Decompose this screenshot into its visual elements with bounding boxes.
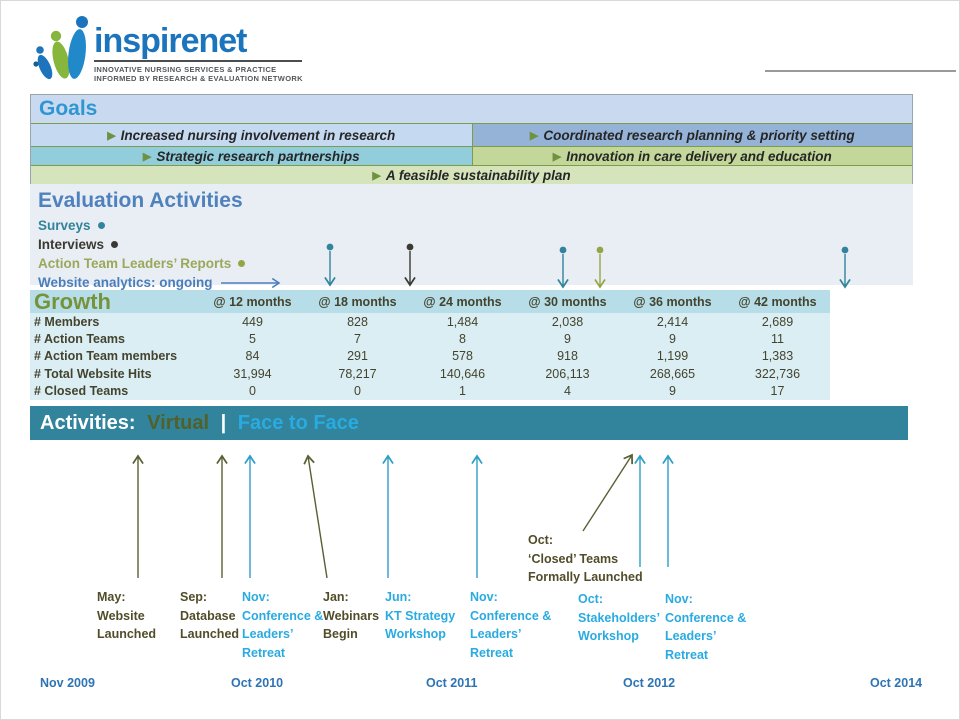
goal-strategic-partnerships: ▶ Strategic research partnerships [31, 147, 472, 165]
goal-sustainability-plan: ▶ A feasible sustainability plan [31, 166, 912, 184]
goal-coordinated-research: ▶ Coordinated research planning & priori… [471, 124, 912, 146]
column-header: @ 36 months [633, 294, 712, 309]
tagline-line1: INNOVATIVE NURSING SERVICES & PRACTICE [94, 65, 277, 74]
goals-section: Goals ▶ Increased nursing involvement in… [30, 94, 913, 185]
activities-face-label: Face to Face [237, 412, 359, 434]
legend-surveys: Surveys [38, 216, 913, 235]
evaluation-legend: Surveys Interviews Action Team Leaders’ … [30, 216, 913, 292]
legend-label: Action Team Leaders’ Reports [38, 256, 232, 271]
table-row-action-teams: # Action Teams 5 7 8 9 9 11 [34, 332, 784, 347]
evaluation-title: Evaluation Activities [38, 189, 243, 212]
surveys-dot-icon [97, 222, 105, 229]
goal-label: Innovation in care delivery and educatio… [566, 148, 832, 164]
goal-label: Increased nursing involvement in researc… [120, 127, 396, 143]
event-nov-conference-retreat-1: Nov: Conference & Leaders’ Retreat [242, 590, 324, 660]
timeline-date-oct-2010: Oct 2010 [231, 676, 284, 690]
event-oct-stakeholders-workshop: Oct: Stakeholders’ Workshop [578, 592, 660, 643]
ongoing-arrow-icon [220, 277, 280, 288]
legend-label: Interviews [38, 237, 105, 252]
event-nov-conference-retreat-2: Nov: Conference & Leaders’ Retreat [470, 590, 552, 660]
growth-header-row: Growth @ 12 months @ 18 months @ 24 mont… [30, 290, 830, 313]
timeline-date-oct-2012: Oct 2012 [623, 676, 676, 690]
activities-title: Activities: [40, 412, 136, 434]
interviews-dot-icon [111, 241, 119, 248]
event-nov-conference-retreat-3: Nov: Conference & Leaders’ Retreat [665, 592, 747, 662]
legend-interviews: Interviews [38, 235, 913, 254]
column-header: @ 12 months [213, 294, 292, 309]
brand-tagline: INNOVATIVE NURSING SERVICES & PRACTICE I… [94, 60, 303, 83]
brand-name: inspirenet [94, 22, 247, 60]
event-jun-kt-strategy-workshop: Jun: KT Strategy Workshop [385, 590, 456, 641]
goals-row-2: ▶ Strategic research partnerships ▶ Inno… [31, 146, 912, 165]
timeline-date-oct-2011: Oct 2011 [426, 676, 478, 690]
goal-label: Strategic research partnerships [156, 148, 360, 164]
goal-label: A feasible sustainability plan [385, 167, 571, 183]
legend-action-team-reports: Action Team Leaders’ Reports [38, 254, 913, 273]
table-row-closed-teams: # Closed Teams 0 0 1 4 9 17 [34, 384, 785, 399]
triangle-bullet-icon: ▶ [552, 150, 562, 163]
legend-label: Surveys [38, 218, 91, 233]
column-header: @ 18 months [318, 294, 397, 309]
event-sep-database-launched: Sep: Database Launched [180, 590, 240, 641]
logo: inspirenet INNOVATIVE NURSING SERVICES &… [32, 10, 303, 88]
event-oct-closed-teams-launched: Oct: ‘Closed’ Teams Formally Launched [528, 533, 643, 584]
logo-figures-icon [33, 16, 88, 80]
activities-bar: Activities: Virtual | Face to Face [30, 406, 908, 440]
activities-virtual-label: Virtual [147, 412, 210, 434]
column-header: @ 42 months [738, 294, 817, 309]
growth-title: Growth [34, 289, 111, 314]
timeline-date-oct-2014: Oct 2014 [870, 676, 923, 690]
triangle-bullet-icon: ▶ [372, 169, 381, 182]
goal-increased-nursing: ▶ Increased nursing involvement in resea… [31, 124, 472, 146]
growth-table-body: # Members 449 828 1,484 2,038 2,414 2,68… [30, 313, 830, 400]
triangle-bullet-icon: ▶ [107, 129, 116, 142]
table-row-members: # Members 449 828 1,484 2,038 2,414 2,68… [34, 314, 794, 329]
timeline-date-nov-2009: Nov 2009 [40, 676, 95, 690]
reports-dot-icon [238, 260, 246, 267]
goal-innovation-care: ▶ Innovation in care delivery and educat… [471, 147, 912, 165]
table-row-website-hits: # Total Website Hits 31,994 78,217 140,6… [34, 366, 801, 381]
goal-label: Coordinated research planning & priority… [543, 127, 855, 143]
legend-label: Website analytics: ongoing [38, 275, 213, 290]
column-header: @ 30 months [528, 294, 607, 309]
growth-section: Growth @ 12 months @ 18 months @ 24 mont… [30, 290, 830, 400]
event-may-website-launched: May: Website Launched [97, 590, 157, 641]
evaluation-section: Evaluation Activities Surveys Interviews… [30, 184, 913, 290]
column-header: @ 24 months [423, 294, 502, 309]
triangle-bullet-icon: ▶ [142, 150, 152, 163]
goals-title: Goals [31, 95, 912, 123]
table-row-action-team-members: # Action Team members 84 291 578 918 1,1… [34, 349, 794, 364]
legend-website-analytics: Website analytics: ongoing [38, 273, 913, 292]
goals-row-1: ▶ Increased nursing involvement in resea… [31, 123, 912, 146]
decorative-rule [765, 70, 956, 72]
tagline-line2: INFORMED BY RESEARCH & EVALUATION NETWOR… [94, 74, 303, 83]
goals-row-3: ▶ A feasible sustainability plan [31, 165, 912, 184]
triangle-bullet-icon: ▶ [529, 129, 539, 142]
event-jan-webinars-begin: Jan: Webinars Begin [323, 590, 380, 641]
activities-divider: | [220, 412, 227, 434]
